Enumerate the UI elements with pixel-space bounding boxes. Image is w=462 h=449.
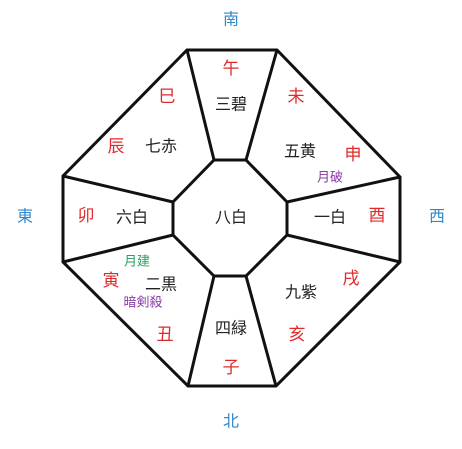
- branch-inu: 戌: [343, 269, 360, 289]
- direction-south: 南: [223, 10, 239, 29]
- star-southeast: 七赤: [145, 137, 177, 156]
- branch-hitsuji: 未: [288, 87, 305, 107]
- star-south: 三碧: [215, 95, 247, 114]
- annotation-ankensatsu: 暗剣殺: [123, 296, 162, 311]
- branch-tatsu: 辰: [108, 137, 125, 157]
- divider-west-top: [286, 175, 401, 204]
- branch-ushi: 丑: [157, 325, 174, 345]
- star-northwest: 九紫: [285, 283, 317, 302]
- star-center: 八白: [215, 208, 247, 227]
- star-north: 四緑: [215, 319, 247, 338]
- branch-tora: 寅: [103, 271, 120, 291]
- branch-i: 亥: [289, 325, 306, 345]
- branch-tori: 酉: [369, 206, 386, 226]
- divider-south-right: [244, 49, 279, 161]
- branch-u: 卯: [78, 206, 95, 226]
- divider-north-left: [186, 275, 216, 387]
- branch-uma: 午: [223, 59, 240, 79]
- star-west: 一白: [314, 208, 346, 227]
- star-southwest: 五黄: [284, 142, 316, 161]
- direction-west: 西: [429, 207, 445, 226]
- star-east: 六白: [116, 208, 148, 227]
- divider-north-right: [244, 275, 278, 387]
- branch-saru: 申: [345, 145, 362, 165]
- divider-west-bottom: [286, 233, 401, 264]
- direction-east: 東: [17, 207, 33, 226]
- branch-mi: 巳: [159, 87, 176, 107]
- star-northeast: 二黒: [145, 275, 177, 294]
- branch-ne: 子: [223, 358, 240, 378]
- annotation-getsuha: 月破: [317, 171, 343, 186]
- divider-south-left: [185, 49, 216, 161]
- direction-north: 北: [223, 412, 239, 431]
- divider-east-bottom: [62, 233, 174, 264]
- divider-east-top: [62, 174, 174, 204]
- annotation-gekken: 月建: [124, 255, 150, 270]
